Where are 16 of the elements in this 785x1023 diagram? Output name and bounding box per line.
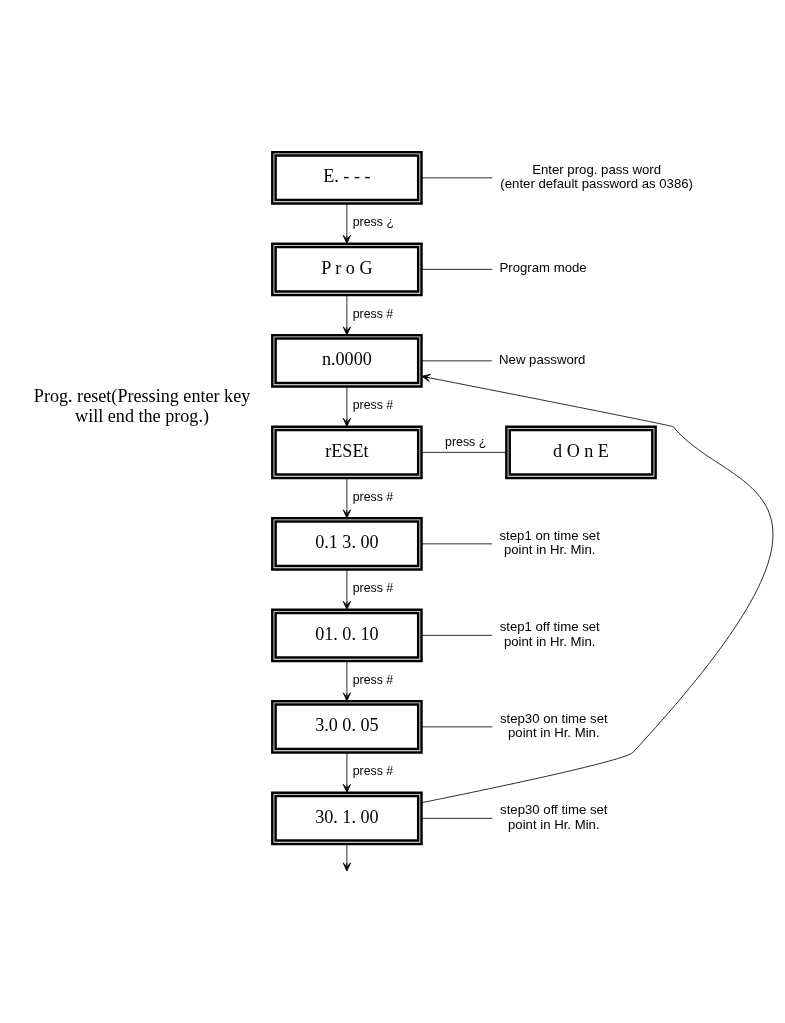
edge-label: press ¿ [445,434,487,449]
node-text: step30 off time set point in Hr. Min. [500,801,608,832]
node-text: Program mode [499,259,587,275]
node-label: Prog. reset(Pressing enter key will end the prog.) [33,385,251,426]
node-text: Enter prog. pass word (enter default password as 0386) [500,161,693,191]
edge-label: press # [352,763,394,778]
node-text: step1 on time set point in Hr. Min. [499,527,600,557]
edge-label: press ¿ [352,214,394,229]
edge-label: press # [352,580,394,595]
node-text: step1 off time set point in Hr. Min. [499,618,600,649]
edge-label: press # [352,672,394,687]
node-text: New password [499,351,586,367]
edge-label: press # [352,306,394,321]
edge-label: press # [352,489,394,504]
edge-label: press # [352,397,394,412]
node-text: step30 on time set point in Hr. Min. [499,710,608,740]
